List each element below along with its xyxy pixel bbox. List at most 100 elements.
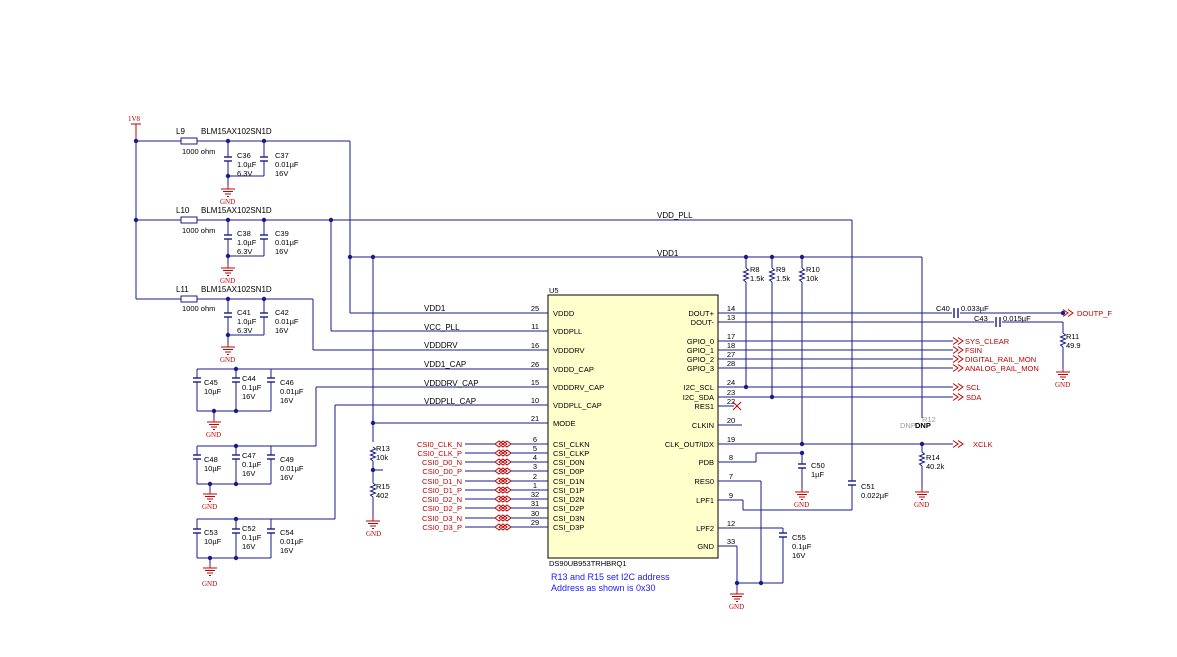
l11-ref: L11 — [176, 285, 189, 294]
svg-text:1.5k: 1.5k — [776, 274, 790, 283]
svg-text:16V: 16V — [280, 396, 293, 405]
svg-text:C43: C43 — [974, 314, 988, 323]
pin-number: 32 — [531, 490, 539, 499]
csi-port: CSI0_CLK_P — [417, 449, 532, 458]
csi-port-label: CSI0_CLK_N — [417, 440, 462, 449]
svg-text:1.0µF: 1.0µF — [237, 238, 257, 247]
svg-text:0.01µF: 0.01µF — [280, 464, 304, 473]
csi-port-arrow — [494, 514, 512, 522]
svg-text:16V: 16V — [280, 546, 293, 555]
csi-port-label: CSI0_D3_N — [422, 514, 462, 523]
csi-port-label: CSI0_D2_P — [422, 504, 462, 513]
pin-number: 15 — [531, 378, 539, 387]
pin-number: 19 — [727, 435, 735, 444]
pin-name: DOUT+ — [688, 309, 714, 318]
svg-text:16V: 16V — [792, 551, 805, 560]
gpio-ports: SYS_CLEAR FSIN DIGITAL_RAIL_MON ANALOG_R… — [718, 337, 1039, 373]
svg-text:0.01µF: 0.01µF — [275, 160, 299, 169]
svg-text:0.01µF: 0.01µF — [275, 317, 299, 326]
gnd-label: GND — [220, 198, 235, 206]
svg-text:GND: GND — [914, 501, 929, 509]
svg-text:C47: C47 — [242, 451, 256, 460]
svg-text:6.3V: 6.3V — [237, 326, 252, 335]
csi-port-arrow — [494, 449, 512, 457]
svg-text:16V: 16V — [275, 247, 288, 256]
pin-number: 8 — [729, 453, 733, 462]
pin-name: GPIO_0 — [687, 337, 714, 346]
r12-dnp-prefix: DNP — [900, 421, 916, 430]
pullups: R8 1.5k R9 1.5k R10 10k — [743, 254, 820, 444]
gnd-symbol — [220, 184, 236, 197]
svg-text:0.1µF: 0.1µF — [242, 383, 262, 392]
pin-name: RES1 — [694, 402, 714, 411]
svg-text:R15: R15 — [376, 482, 390, 491]
svg-text:6.3V: 6.3V — [237, 169, 252, 178]
net-vdd1-pin: VDD1 — [424, 304, 446, 313]
i2c-ports: SCL SDA — [718, 383, 981, 411]
pin-name: CSI_D1P — [553, 486, 584, 495]
svg-text:C37: C37 — [275, 151, 289, 160]
pin-number: 5 — [533, 444, 537, 453]
chip-u5: U5 DS90UB953TRHBRQ1 25VDDD11VDDPLL16VDDD… — [531, 286, 735, 568]
csi-port-label: CSI0_D0_N — [422, 458, 462, 467]
pin-name: VDDPLL — [553, 327, 582, 336]
pin-number: 12 — [727, 519, 735, 528]
port-fsin: FSIN — [965, 346, 982, 355]
pin-name: CLK_OUT/IDX — [665, 440, 714, 449]
pin-name: CSI_CLKP — [553, 449, 589, 458]
pin-number: 33 — [727, 537, 735, 546]
svg-text:C53: C53 — [204, 528, 218, 537]
pin-number: 18 — [727, 341, 735, 350]
csi-port: CSI0_D1_P — [422, 486, 532, 495]
svg-text:1.0µF: 1.0µF — [237, 160, 257, 169]
port-xclk: XCLK — [973, 440, 993, 449]
clock-section: XCLK DNP R12 DNP GND R14 40.2k — [718, 257, 993, 509]
pin-number: 25 — [531, 304, 539, 313]
svg-text:R8: R8 — [750, 265, 760, 274]
gnd-symbol — [220, 263, 236, 276]
l11-part: BLM15AX102SN1D — [201, 285, 272, 294]
pin-name: I2C_SCL — [684, 383, 714, 392]
svg-text:16V: 16V — [275, 169, 288, 178]
svg-text:1µF: 1µF — [811, 470, 824, 479]
svg-text:10k: 10k — [376, 453, 388, 462]
csi-port-label: CSI0_D1_P — [422, 486, 462, 495]
gnd-label: GND — [220, 356, 235, 364]
pin-number: 13 — [727, 313, 735, 322]
pin-name: DOUT- — [691, 318, 715, 327]
svg-text:GND: GND — [729, 603, 744, 611]
pin-number: 16 — [531, 341, 539, 350]
net-vdddrv: VDDDRV — [424, 341, 458, 350]
csi-port-arrow — [494, 467, 512, 475]
csi-port-label: CSI0_D0_P — [422, 467, 462, 476]
csi-port-label: CSI0_D2_N — [422, 495, 462, 504]
pin-name: CSI_D0P — [553, 467, 584, 476]
net-vdd1: VDD1 — [657, 249, 679, 258]
pin-name: GPIO_3 — [687, 364, 714, 373]
ferrite-l11: L11 BLM15AX102SN1D 1000 ohm — [136, 285, 313, 313]
note-line2: Address as shown is 0x30 — [551, 583, 656, 593]
svg-text:16V: 16V — [280, 473, 293, 482]
net-vcc-pll: VCC_PLL — [424, 323, 460, 332]
pin-name: CSI_D2P — [553, 504, 584, 513]
cap-c37: C37 0.01µF 16V — [259, 141, 299, 178]
pin-number: 31 — [531, 499, 539, 508]
svg-text:10µF: 10µF — [204, 464, 222, 473]
csi-port-label: CSI0_D1_N — [422, 477, 462, 486]
csi-inputs: CSI0_CLK_NCSI0_CLK_PCSI0_D0_NCSI0_D0_PCS… — [417, 440, 532, 532]
pin-number: 28 — [727, 359, 735, 368]
svg-text:C54: C54 — [280, 528, 294, 537]
pin-name: CSI_D3N — [553, 514, 585, 523]
chip-ref: U5 — [549, 286, 559, 295]
pin-number: 11 — [531, 322, 539, 331]
svg-text:C40: C40 — [936, 304, 950, 313]
